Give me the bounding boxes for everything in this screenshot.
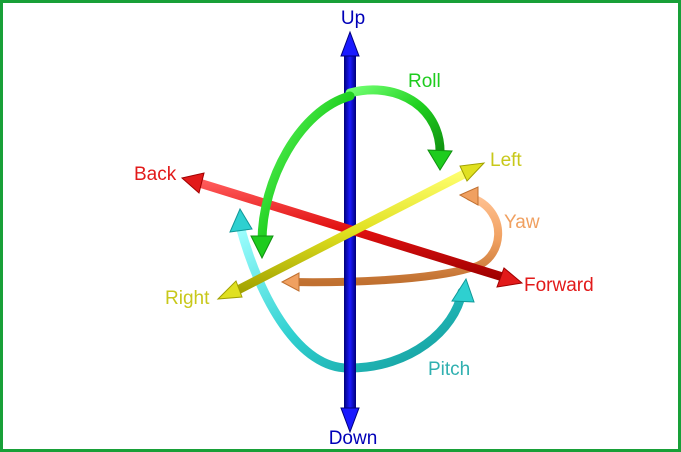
roll-arrow <box>250 85 453 260</box>
left-right-axis <box>216 162 486 300</box>
up-label: Up <box>341 8 365 29</box>
yaw-label: Yaw <box>504 212 540 233</box>
back-label: Back <box>134 164 177 185</box>
pitch-label: Pitch <box>428 359 470 380</box>
down-label: Down <box>329 428 378 449</box>
right-label: Right <box>165 288 210 309</box>
roll-label: Roll <box>408 71 441 92</box>
left-label: Left <box>490 150 522 171</box>
forward-label: Forward <box>524 275 594 296</box>
